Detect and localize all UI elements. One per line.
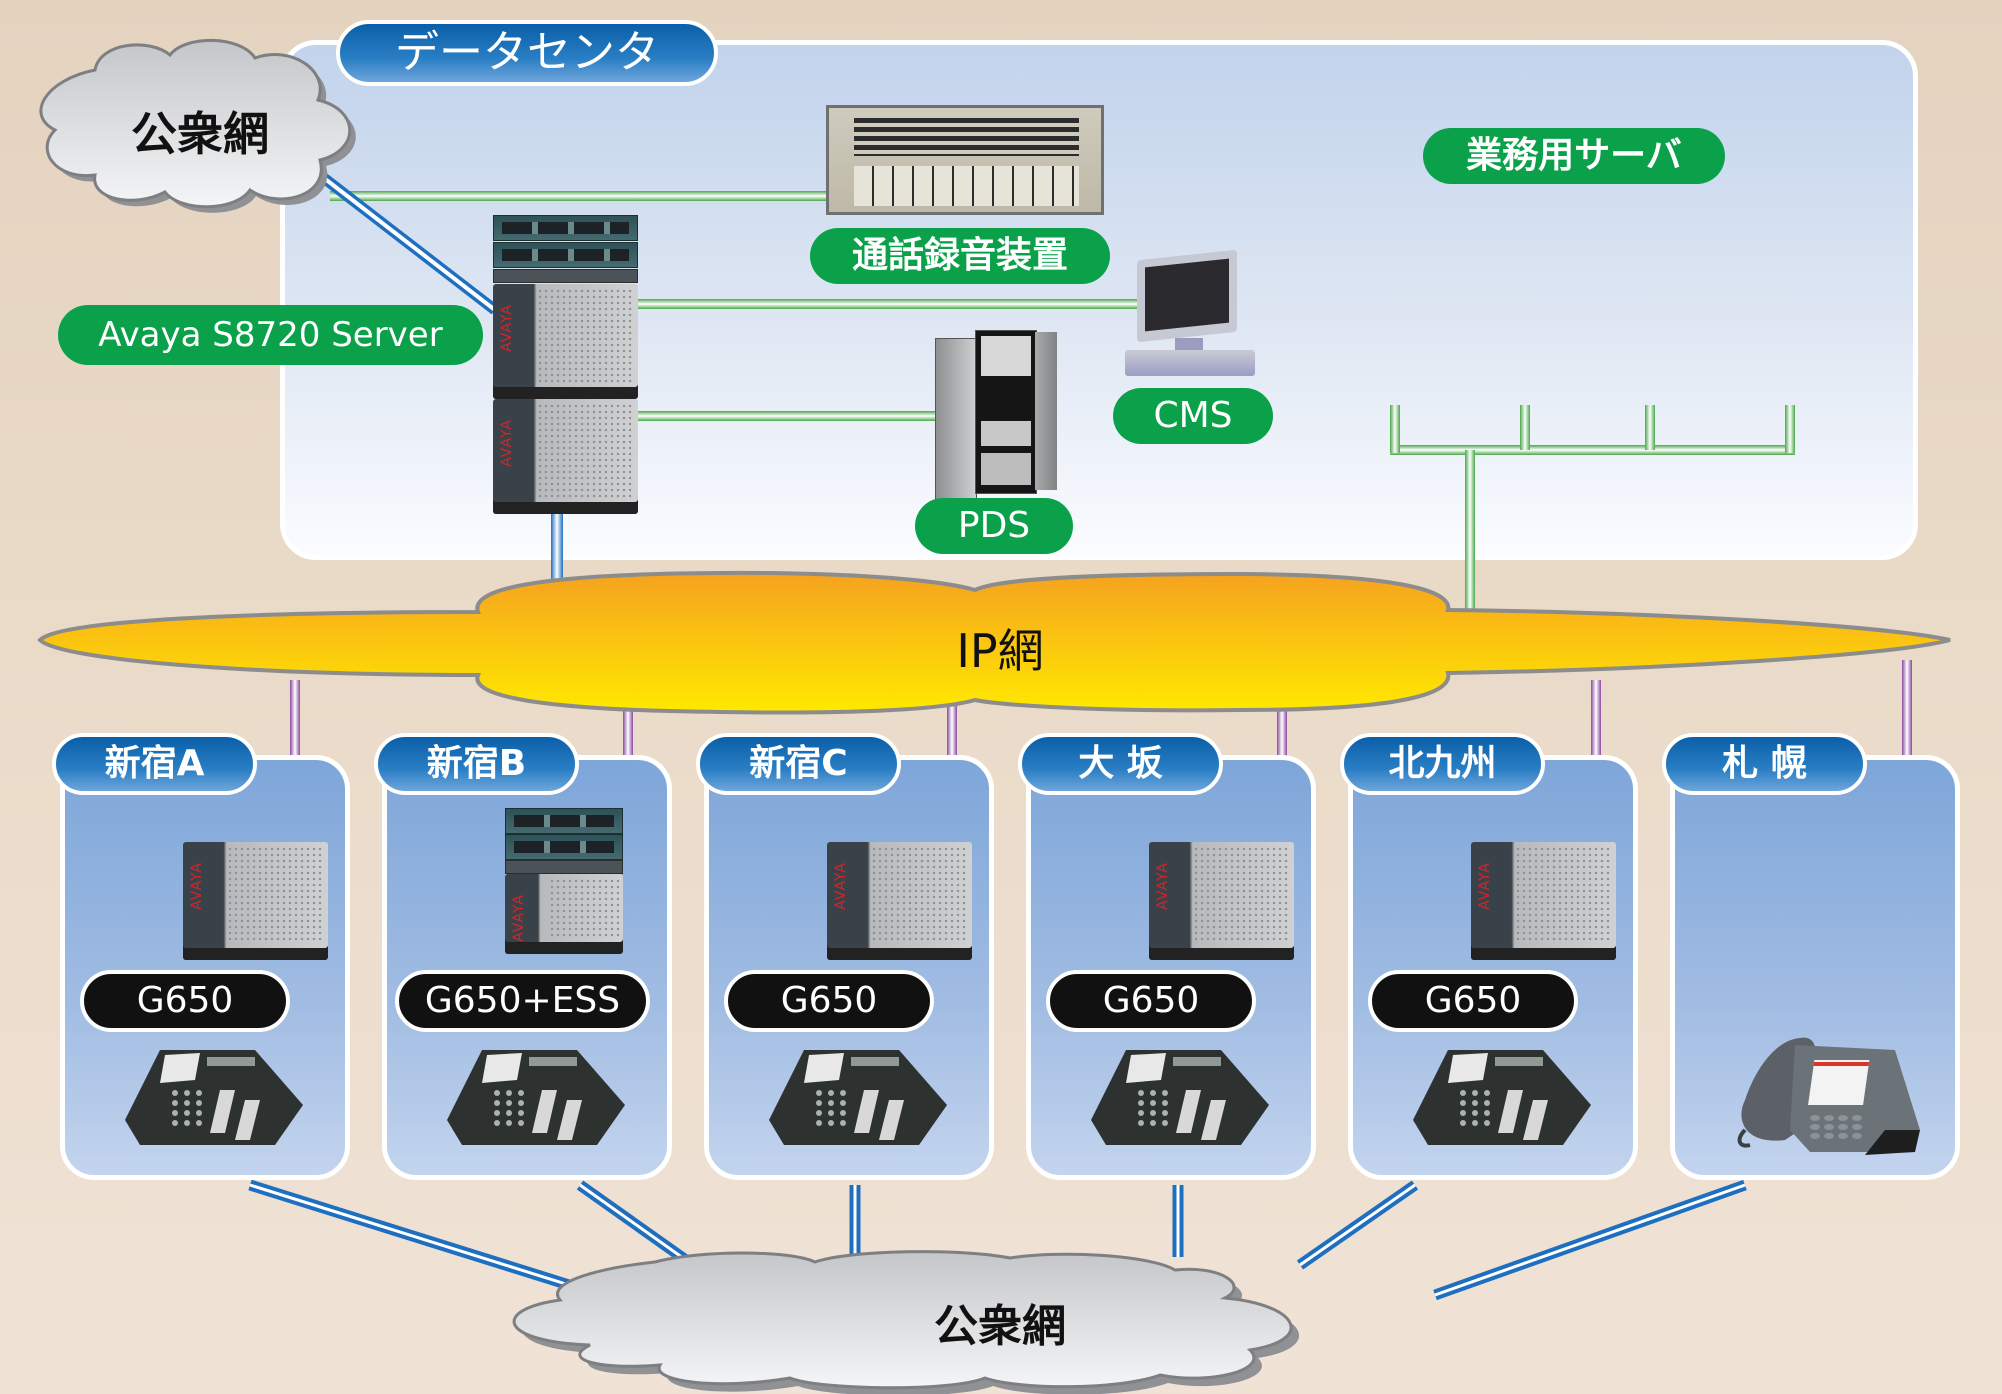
gateway-label: G650 bbox=[1368, 970, 1578, 1032]
ess-server-unit bbox=[505, 834, 623, 860]
monitor-icon bbox=[1137, 249, 1237, 343]
cms-workstation bbox=[1125, 249, 1255, 380]
site-box bbox=[60, 755, 350, 1180]
cloud-label-public-top: 公衆網 bbox=[131, 107, 269, 161]
cloud-ip-network bbox=[37, 570, 1951, 715]
site-label: 新宿A bbox=[52, 733, 257, 795]
label-cms: CMS bbox=[1113, 388, 1273, 444]
site-label: 新宿C bbox=[696, 733, 901, 795]
gateway-label: G650+ESS bbox=[395, 970, 650, 1032]
network-switch bbox=[505, 860, 623, 874]
site-label: 大 坂 bbox=[1018, 733, 1223, 795]
lan-line-recorder bbox=[330, 191, 830, 201]
avaya-logo: AVAYA bbox=[499, 304, 515, 352]
lan-line-cms bbox=[637, 299, 1137, 309]
vent-grille bbox=[854, 118, 1079, 156]
avaya-logo: AVAYA bbox=[833, 862, 849, 910]
avaya-logo: AVAYA bbox=[499, 419, 515, 467]
cpu-unit bbox=[1125, 350, 1255, 376]
call-recorder-device bbox=[826, 105, 1104, 215]
label-call-recorder: 通話録音装置 bbox=[810, 228, 1110, 284]
label-business-servers: 業務用サーバ bbox=[1423, 128, 1725, 184]
g650-gateway: AVAYA bbox=[1149, 842, 1294, 960]
lan-line-business-to-ip bbox=[1465, 450, 1475, 615]
server-unit-2 bbox=[493, 242, 638, 268]
cloud-label-ip: IP網 bbox=[956, 624, 1044, 678]
gateway-label: G650 bbox=[1046, 970, 1256, 1032]
site-label: 新宿B bbox=[374, 733, 579, 795]
site-label: 北九州 bbox=[1340, 733, 1545, 795]
ip-phone-icon bbox=[1715, 1020, 1925, 1160]
avaya-logo: AVAYA bbox=[1155, 862, 1171, 910]
g650-cabinet: AVAYA bbox=[493, 284, 638, 399]
g650-gateway: AVAYA bbox=[1471, 842, 1616, 960]
label-main-server: Avaya S8720 Server bbox=[58, 305, 483, 365]
lan-line-pds bbox=[637, 411, 942, 421]
digital-phone-icon bbox=[1091, 1045, 1269, 1145]
avaya-s8720-server: AVAYA AVAYA bbox=[493, 215, 638, 515]
label-pds: PDS bbox=[915, 498, 1073, 554]
g650-cabinet: AVAYA bbox=[493, 399, 638, 514]
cloud-label-public-bottom: 公衆網 bbox=[934, 1301, 1066, 1352]
digital-phone-icon bbox=[1413, 1045, 1591, 1145]
g650-gateway: AVAYA bbox=[183, 842, 328, 960]
card-slots bbox=[854, 166, 1079, 206]
server-ip-line bbox=[551, 513, 563, 583]
data-center-title: データセンタ bbox=[336, 20, 718, 86]
server-unit-1 bbox=[493, 215, 638, 241]
avaya-logo: AVAYA bbox=[189, 862, 205, 910]
network-switch bbox=[493, 269, 638, 283]
lan-bus-horizontal bbox=[1390, 445, 1795, 455]
cloud-public-network-top bbox=[39, 38, 356, 213]
gateway-label: G650 bbox=[80, 970, 290, 1032]
g650-gateway: AVAYA bbox=[827, 842, 972, 960]
pds-cabinet bbox=[935, 330, 1057, 504]
cloud-public-network-bottom bbox=[512, 1250, 1300, 1394]
digital-phone-icon bbox=[447, 1045, 625, 1145]
g650-gateway: AVAYA bbox=[505, 874, 623, 954]
ess-server-unit bbox=[505, 808, 623, 834]
avaya-logo: AVAYA bbox=[1477, 862, 1493, 910]
digital-phone-icon bbox=[125, 1045, 303, 1145]
gateway-label: G650 bbox=[724, 970, 934, 1032]
avaya-logo: AVAYA bbox=[511, 894, 527, 942]
digital-phone-icon bbox=[769, 1045, 947, 1145]
site-label: 札 幌 bbox=[1662, 733, 1867, 795]
